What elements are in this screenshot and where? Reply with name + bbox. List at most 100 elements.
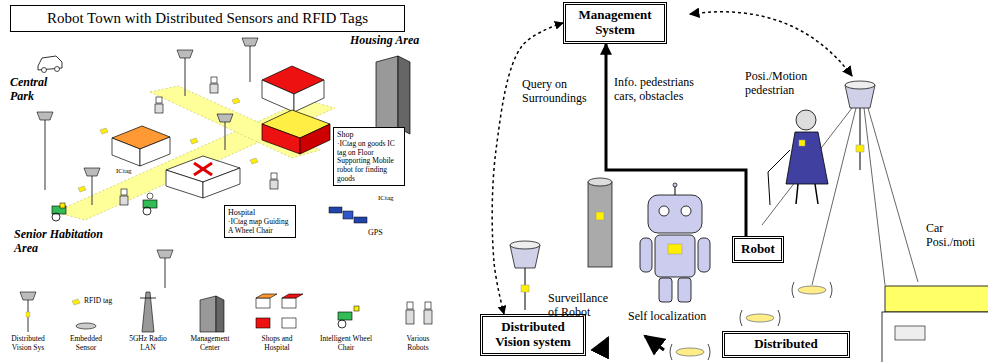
area-label: Senior Habitation Area [14,228,126,256]
robot-icon [120,196,128,205]
pedestrian-leg [796,184,798,204]
satellite [343,211,353,219]
legend-text: Shops and Hospital [249,335,305,352]
area-label: Central Park [10,76,58,104]
pedestrian-body [786,132,828,184]
view-line [868,108,918,282]
rfid-tag [250,158,258,164]
legend-wheelchair-icon [354,306,359,311]
legend-shop-icon [282,298,296,308]
rfid-tag [100,128,108,134]
legend-antenna-icon [140,298,156,299]
management-building [398,56,410,134]
tag-label: ICtag [378,195,394,203]
floor-sensor [676,348,704,356]
road [55,100,335,220]
flow-label: Info. pedestrians cars, obstacles [614,76,702,104]
camera [217,114,233,122]
localization-arrow [600,338,608,354]
house-wall [112,138,140,166]
node-text: ·ICtag map Guiding A Wheel Chair [228,218,292,235]
robot-arm [698,238,710,272]
legend-text: RFID tag [84,297,112,306]
legend-wheelchair-icon [338,312,352,320]
pedestrian-leg [815,184,818,204]
legend-text: Various Robots [395,335,441,352]
sensor-box: Distributed [722,331,850,358]
robot-leg [659,278,672,302]
rfid-tag [856,145,864,152]
legend-text: Intelligent Wheel Chair [317,335,375,352]
wheelchair-wheel [143,207,151,215]
management-system-box: Management System [563,2,667,44]
connector-arrow [492,23,563,314]
radio-wave [792,282,832,298]
node-text: Robot [741,242,775,257]
rfid-tag [799,140,805,146]
legend-shop-icon [256,294,277,298]
camera-pole [184,52,185,96]
function-label: Self localization [628,310,706,324]
localization-arrow [645,336,664,350]
robot-leg [678,278,691,302]
node-heading: Hospital [228,208,292,217]
floor-sensor [746,314,774,322]
camera [510,241,540,249]
red-cross [194,163,212,175]
legend-robot-icon [425,302,431,309]
sensing-label: Car Posi./moti [926,222,984,250]
house-wall [294,80,324,112]
robot-box: Robot [732,236,784,263]
view-line [762,108,852,225]
satellite-panel [329,207,342,213]
floor-sensor [798,286,826,294]
legend-robot-icon [424,310,432,324]
red-cross [194,163,212,175]
legend-robot-icon [407,302,413,309]
robot-antenna [673,183,677,187]
sensor-pole [588,178,612,186]
rfid-tag [521,285,529,292]
robot-icon [211,77,217,83]
sensing-label: Posi./Motion pedestrian [745,70,829,98]
camera-pole [859,108,861,170]
node-text: Management System [572,8,658,38]
house-wall [262,80,294,112]
robot-antenna [675,186,676,195]
legend-text: 5GHz Radio LAN [126,335,170,352]
house-wall [262,124,300,154]
legend-vision-icon [26,312,30,317]
house-wall [140,137,170,166]
radio-wave [740,310,780,326]
legend-robot-icon [406,310,414,324]
tag-label: ICtag [116,168,132,176]
legend-shop-icon [282,294,303,298]
robot-arm [640,238,652,272]
legend-shop-icon [282,318,296,328]
wheelchair [143,200,157,208]
legend-shop-icon [256,298,270,308]
car-wheel [42,68,47,73]
robot-icon [270,180,278,189]
camera [84,168,100,176]
satellite-panel [354,217,367,223]
title-box: Robot Town with Distributed Sensors and … [10,5,405,32]
robot-icon [155,104,163,113]
area-label: Housing Area [350,34,419,48]
car-window [895,326,925,340]
wheelchair-tag [60,203,65,208]
legend-shop-icon [256,318,270,328]
management-building [376,56,398,134]
connector-arrow [606,44,746,236]
robot-icon [210,84,218,93]
camera-pole [44,114,45,190]
legend-sensor-icon [76,323,96,329]
camera [845,81,875,89]
legend-building-icon [200,296,216,332]
camera [242,38,258,46]
robot-eye [681,206,691,216]
pedestrian-cane [768,150,790,205]
